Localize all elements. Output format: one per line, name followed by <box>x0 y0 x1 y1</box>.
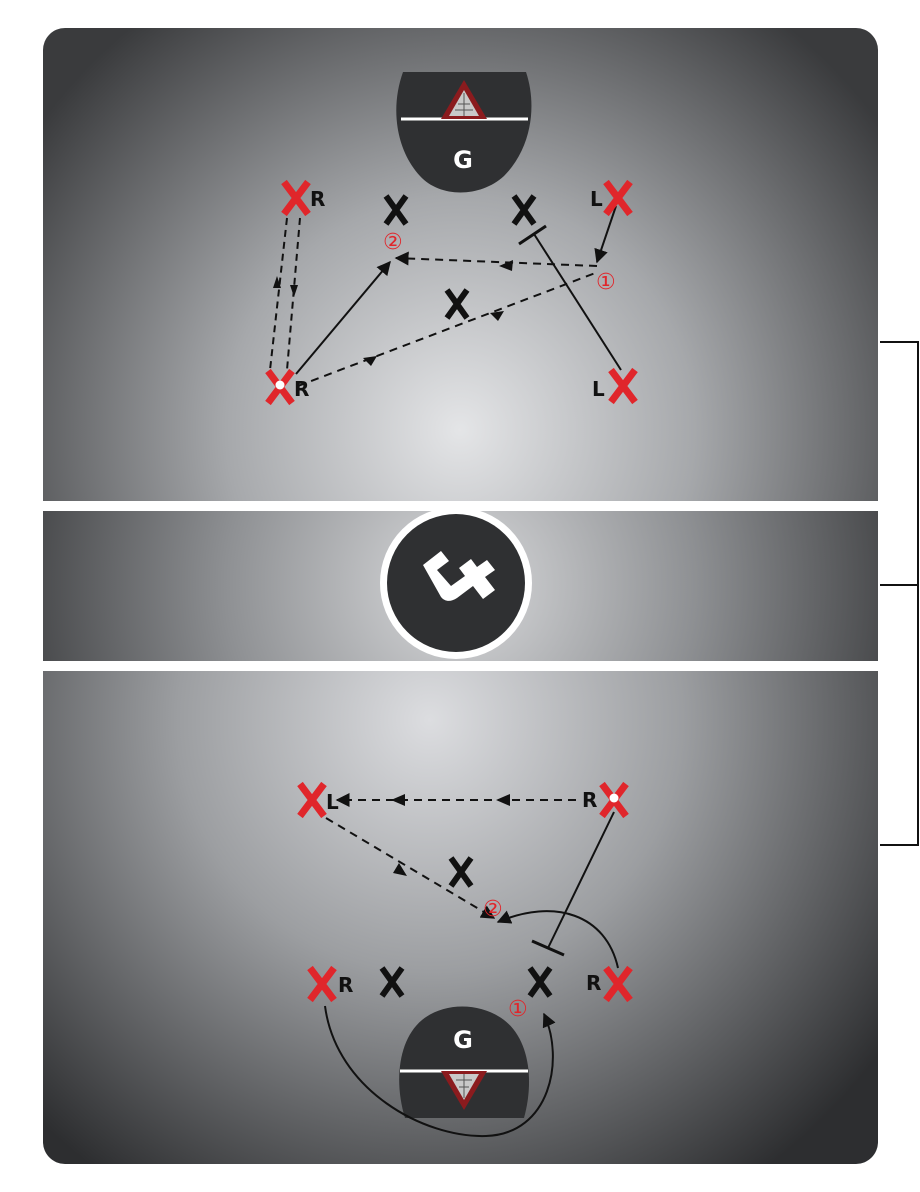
bottom-arrow-heads <box>391 794 510 876</box>
goal-icon <box>441 80 487 119</box>
number-bottom-first: ① <box>508 997 528 1022</box>
top-players <box>265 179 638 406</box>
label-top-red-tl: R <box>310 187 325 211</box>
label-bottom-red-bl: R <box>338 973 353 997</box>
player-x-icon <box>603 179 633 217</box>
midfield-line-top <box>43 501 878 511</box>
bottom-crease: G <box>399 1006 530 1118</box>
top-labels: R L R L ① ② <box>294 187 616 401</box>
player-x-icon <box>379 966 405 998</box>
ball-icon <box>275 380 285 390</box>
player-x-icon <box>444 288 470 320</box>
player-x-icon <box>603 965 633 1003</box>
logo-icon <box>380 507 532 659</box>
side-bracket <box>880 341 919 846</box>
number-top-first: ① <box>596 270 616 295</box>
goal-letter-bottom: G <box>453 1026 473 1054</box>
player-x-icon <box>527 966 553 998</box>
top-arrow-heads <box>273 260 513 366</box>
bottom-players <box>297 781 633 1003</box>
player-x-icon <box>281 179 311 217</box>
ball-icon <box>609 793 619 803</box>
player-x-icon <box>383 194 409 226</box>
bottom-play-lines <box>324 793 619 1138</box>
player-x-icon <box>608 367 638 405</box>
player-x-icon <box>307 965 337 1003</box>
label-top-red-tr: L <box>590 187 603 211</box>
label-top-red-bl: R <box>294 377 309 401</box>
label-bottom-red-tl: L <box>326 790 339 814</box>
bottom-labels: L R R R ① ② <box>326 788 601 1022</box>
player-x-icon <box>448 856 474 888</box>
label-bottom-red-tr: R <box>582 788 597 812</box>
number-top-second: ② <box>383 230 403 255</box>
midfield-line-bottom <box>43 661 878 671</box>
number-bottom-second: ② <box>483 897 503 922</box>
goal-letter-top: G <box>453 146 473 174</box>
label-bottom-red-br: R <box>586 971 601 995</box>
top-crease: G <box>396 72 532 193</box>
player-x-icon <box>297 781 327 819</box>
goal-icon <box>441 1071 487 1110</box>
label-top-red-br: L <box>592 377 605 401</box>
player-x-icon <box>511 194 537 226</box>
